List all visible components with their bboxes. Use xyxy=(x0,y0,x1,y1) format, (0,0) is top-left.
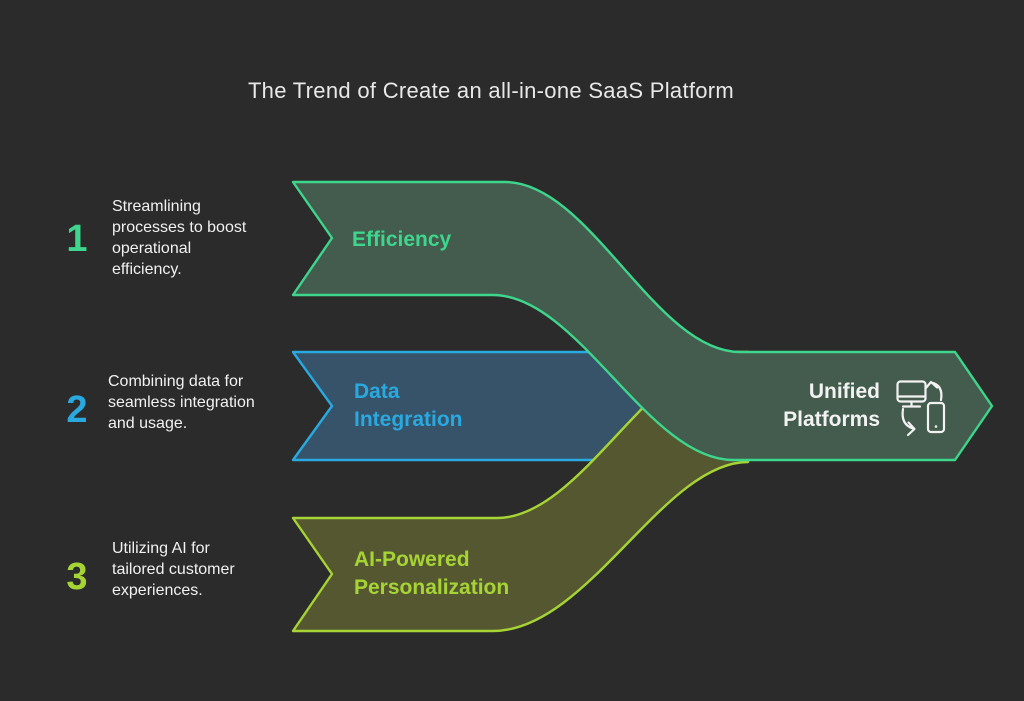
page-title: The Trend of Create an all-in-one SaaS P… xyxy=(247,78,735,103)
step-number-1: 1 xyxy=(66,218,88,260)
result-label: Unified Platforms xyxy=(783,380,880,431)
efficiency-unified-band xyxy=(291,180,994,462)
device-sync-icon xyxy=(896,380,946,437)
band-label-data-integration: Data Integration xyxy=(354,380,463,431)
band-label-ai-personalization: AI-Powered Personalization xyxy=(354,548,510,599)
sync-arrow-down-icon xyxy=(901,407,916,437)
ai-personalization-band xyxy=(291,350,750,633)
sync-arrow-up-icon xyxy=(924,380,943,402)
step-description-3: Utilizing AI for tailored customer exper… xyxy=(112,540,235,599)
band-label-efficiency: Efficiency xyxy=(352,228,452,251)
monitor-icon xyxy=(896,380,927,408)
step-description-1: Streamlining processes to boost operatio… xyxy=(112,198,247,278)
smartphone-icon xyxy=(926,401,946,434)
step-number-2: 2 xyxy=(66,389,88,431)
step-number-3: 3 xyxy=(66,556,88,598)
step-description-2: Combining data for seamless integration … xyxy=(108,373,255,432)
